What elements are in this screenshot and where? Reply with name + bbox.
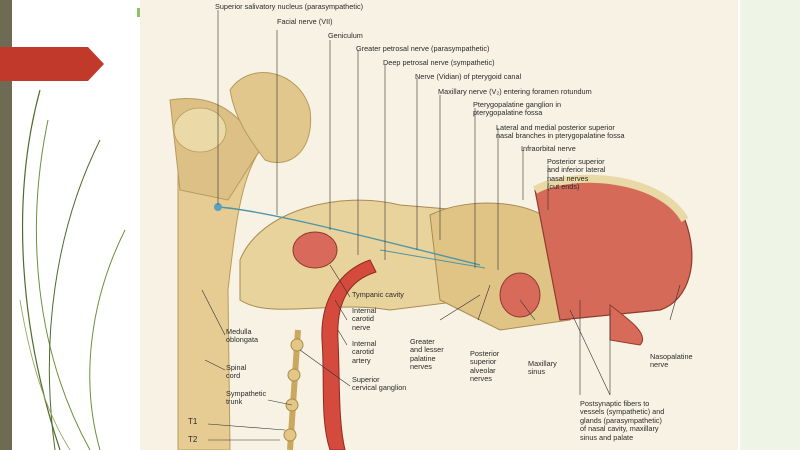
label-posterior-inferior-nasal-nerves: Posterior superior and inferior lateral … <box>547 157 606 192</box>
label-nasopalatine-nerve: Nasopalatine nerve <box>650 352 693 370</box>
label-medulla-oblongata: Medulla oblongata <box>226 327 259 345</box>
label-t1: T1 <box>188 417 198 426</box>
anatomy-illustration <box>169 10 693 450</box>
label-internal-carotid-artery: Internal carotid artery <box>352 339 377 365</box>
label-postsynaptic-fibers: Postsynaptic fibers to vessels (sympathe… <box>580 399 665 442</box>
label-facial-nerve: Facial nerve (VII) <box>277 17 333 26</box>
label-deep-petrosal-nerve: Deep petrosal nerve (sympathetic) <box>383 58 495 67</box>
label-greater-lesser-palatine-nerves: Greater and lesser palatine nerves <box>410 337 444 372</box>
label-vidian-nerve: Nerve (Vidian) of pterygoid canal <box>415 72 522 81</box>
label-superior-salivatory-nucleus: Superior salivatory nucleus (parasympath… <box>215 2 364 11</box>
anatomy-figure: Superior salivatory nucleus (parasympath… <box>140 0 738 450</box>
label-t2: T2 <box>188 435 198 444</box>
label-greater-petrosal-nerve: Greater petrosal nerve (parasympathetic) <box>356 44 490 53</box>
label-spinal-cord: Spinal cord <box>226 363 247 381</box>
label-superior-cervical-ganglion: Superior cervical ganglion <box>352 375 407 393</box>
label-maxillary-nerve: Maxillary nerve (V₂) entering foramen ro… <box>438 87 592 96</box>
decorative-curves <box>19 89 126 450</box>
label-internal-carotid-nerve: Internal carotid nerve <box>352 306 377 332</box>
label-infraorbital-nerve: Infraorbital nerve <box>521 144 576 153</box>
slide-background-tint <box>740 0 800 450</box>
label-geniculum: Geniculum <box>328 31 363 40</box>
red-arrow-shape <box>0 47 104 81</box>
label-posterior-superior-nasal-branches: Lateral and medial posterior superior na… <box>496 123 625 141</box>
slide-side-bar <box>0 0 12 450</box>
label-tympanic-cavity: Tympanic cavity <box>352 290 404 299</box>
label-maxillary-sinus: Maxillary sinus <box>528 359 557 377</box>
label-posterior-superior-alveolar-nerves: Posterior superior alveolar nerves <box>470 349 500 384</box>
label-pterygopalatine-ganglion: Pterygopalatine ganglion in pterygopalat… <box>473 100 562 118</box>
label-sympathetic-trunk: Sympathetic trunk <box>226 389 267 407</box>
